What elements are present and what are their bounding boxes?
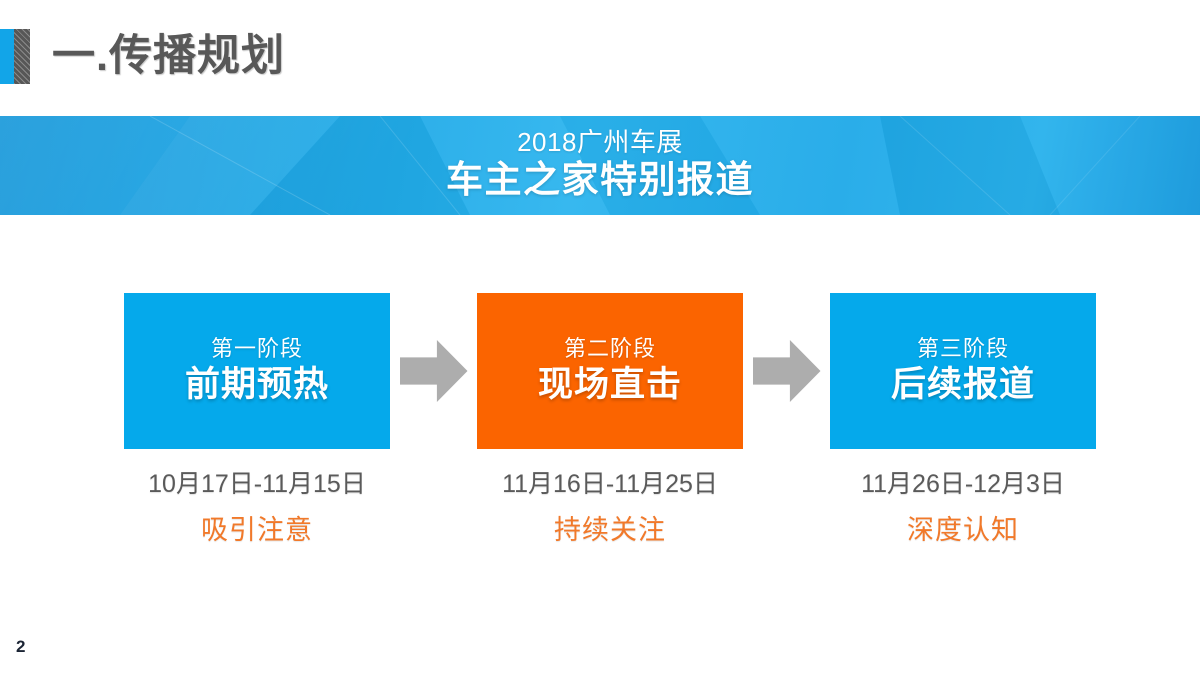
phase-2-goal: 持续关注 [554, 514, 666, 545]
phase-flow: 第一阶段 前期预热 第二阶段 现场直击 第三阶段 后续报道 [124, 293, 1096, 449]
section-title-row: 一.传播规划 [0, 26, 285, 86]
title-marker-blue-bar [0, 28, 14, 84]
phase-3-goal: 深度认知 [907, 514, 1019, 545]
phase-2-caption: 11月16日-11月25日 持续关注 [477, 466, 743, 551]
phase-2-stage-label: 第二阶段 [563, 335, 656, 361]
arrow-gap-1 [390, 293, 477, 449]
title-marker-hatched-bar [14, 28, 30, 84]
caption-spacer-1 [390, 466, 477, 551]
banner-subtitle: 2018广州车展 [517, 127, 683, 158]
phase-1-goal: 吸引注意 [201, 514, 313, 545]
right-arrow-icon [752, 340, 821, 402]
banner-text-block: 2018广州车展 车主之家特别报道 [0, 116, 1200, 215]
phase-3-stage-label: 第三阶段 [916, 335, 1009, 361]
phase-3-stage-name: 后续报道 [890, 365, 1035, 404]
phase-1-stage-name: 前期预热 [184, 365, 329, 404]
right-arrow-icon [399, 340, 468, 402]
phase-3-date-range: 11月26日-12月3日 [861, 470, 1065, 498]
event-banner: 2018广州车展 车主之家特别报道 [0, 116, 1200, 215]
phase-2-stage-name: 现场直击 [537, 365, 682, 404]
title-marker [0, 28, 30, 84]
phase-1-date-range: 10月17日-11月15日 [148, 470, 366, 498]
phase-box-3[interactable]: 第三阶段 后续报道 [830, 293, 1096, 449]
caption-spacer-2 [743, 466, 830, 551]
phase-2-date-range: 11月16日-11月25日 [502, 470, 718, 498]
phase-3-caption: 11月26日-12月3日 深度认知 [830, 466, 1096, 551]
arrow-gap-2 [743, 293, 830, 449]
phase-1-caption: 10月17日-11月15日 吸引注意 [124, 466, 390, 551]
page-title: 一.传播规划 [52, 31, 285, 80]
page-number: 2 [16, 637, 26, 656]
banner-title: 车主之家特别报道 [446, 159, 754, 201]
phase-1-stage-label: 第一阶段 [210, 335, 303, 361]
phase-box-2[interactable]: 第二阶段 现场直击 [477, 293, 743, 449]
phase-box-1[interactable]: 第一阶段 前期预热 [124, 293, 390, 449]
phase-captions: 10月17日-11月15日 吸引注意 11月16日-11月25日 持续关注 11… [124, 466, 1096, 551]
